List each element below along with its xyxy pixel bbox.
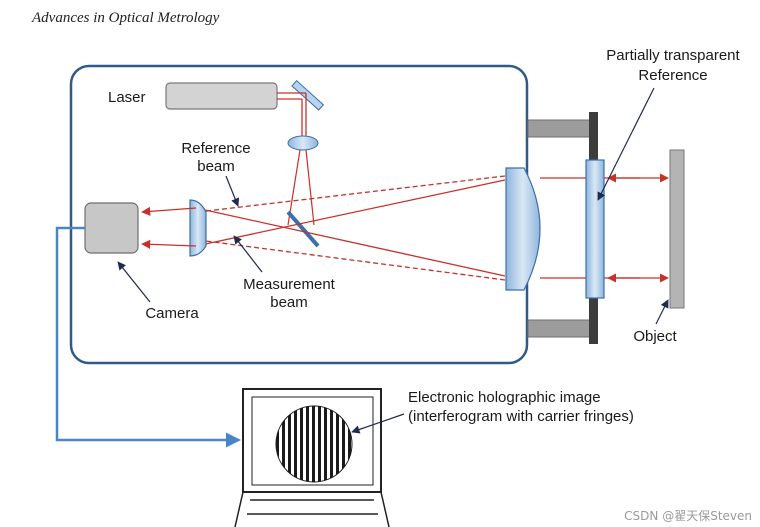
camera-beam (141, 206, 197, 216)
reference-beam-ray (197, 175, 506, 213)
fringe-line (282, 406, 285, 482)
reference-beam-label-2: beam (197, 158, 235, 175)
measurement-beam-label-1: Measurement (243, 276, 336, 293)
camera-label: Camera (145, 305, 199, 322)
camera-beam (141, 239, 197, 249)
hologram-label-1: Electronic holographic image (408, 389, 601, 406)
object-label: Object (633, 328, 677, 345)
partial-reference-label-1: Partially transparent (606, 47, 740, 64)
measurement-beam-pointer (233, 235, 263, 273)
mount-bracket-bottom (527, 319, 591, 338)
object-pointer (655, 299, 669, 325)
interferogram-outline (275, 405, 353, 483)
laser-icon (165, 82, 278, 110)
partial-reference-pointer (597, 87, 655, 201)
fringe-line (276, 406, 279, 482)
fringe-line (288, 406, 291, 482)
camera-icon (84, 202, 139, 254)
hologram-label-2: (interferogram with carrier fringes) (408, 408, 634, 425)
imaging-lens-icon (189, 199, 207, 257)
fringe-line (318, 406, 321, 482)
partial-reference-label-2: Reference (638, 67, 707, 84)
fringe-line (336, 406, 339, 482)
watermark-text: CSDN @翟天保Steven (624, 509, 752, 523)
measurement-beam-label-2: beam (270, 294, 308, 311)
laser-label: Laser (108, 89, 146, 106)
laser-beam (305, 149, 315, 226)
fringe-line (330, 406, 333, 482)
fringe-line (300, 406, 303, 482)
hologram-pointer (351, 413, 405, 434)
fringe-line (342, 406, 345, 482)
mount-bracket-top (527, 119, 591, 138)
fringe-line (348, 406, 351, 482)
fringe-line (294, 406, 297, 482)
beam-splitter-icon (286, 210, 320, 248)
reference-beam-ray (197, 239, 506, 281)
header-title: Advances in Optical Metrology (31, 10, 220, 26)
fringe-line (324, 406, 327, 482)
instrument-enclosure (69, 64, 529, 365)
measurement-beam-ray (195, 179, 506, 247)
monitor-base (234, 491, 390, 527)
object-plate (669, 149, 685, 309)
fold-mirror-icon (291, 80, 325, 111)
data-cable (55, 226, 241, 448)
camera-pointer (117, 261, 151, 303)
reference-beam-pointer (225, 175, 240, 207)
expander-lens-icon (287, 135, 319, 151)
fringe-line (306, 406, 309, 482)
measurement-beam-ray (195, 207, 506, 277)
collimating-lens-icon (505, 167, 541, 291)
partial-reference-plate (585, 159, 605, 299)
interferogram-fringes (276, 406, 352, 482)
reference-beam-label-1: Reference (181, 140, 250, 157)
fringe-line (312, 406, 315, 482)
